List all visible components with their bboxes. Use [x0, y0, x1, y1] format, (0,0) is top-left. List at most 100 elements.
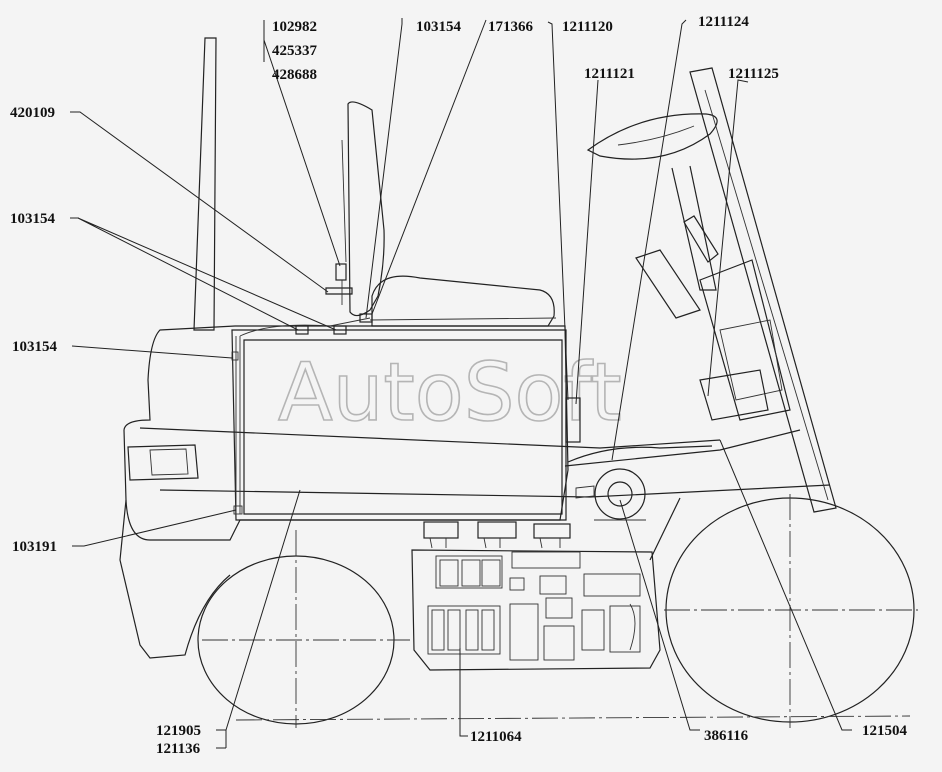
dash-panel	[699, 259, 791, 421]
seat-rail	[341, 139, 347, 263]
label-1211121: 1211121	[584, 66, 635, 82]
small-component-3	[545, 597, 573, 619]
leader-103154-mid	[71, 345, 233, 359]
part-labels: 102982 425337 428688 103154 171366 12111…	[10, 14, 908, 757]
clip-2	[333, 325, 347, 335]
label-121136: 121136	[156, 741, 201, 757]
display-module	[583, 573, 641, 597]
sensor-1211121	[565, 397, 581, 443]
label-103154-left: 103154	[10, 211, 56, 227]
leader-103154-top	[365, 18, 403, 319]
front-mast	[689, 67, 837, 513]
seat-cushion	[371, 275, 555, 327]
motor-housing	[594, 468, 646, 520]
fuse-2	[447, 609, 461, 651]
dash-panel-inner	[719, 319, 783, 401]
leader-386116	[619, 499, 700, 731]
counterweight-lower	[119, 499, 231, 659]
module-a	[581, 609, 605, 651]
leader-1211121	[575, 79, 599, 405]
watermark: AutoSoft	[278, 346, 622, 439]
leader-1211124	[611, 19, 687, 461]
fuse-block	[427, 605, 501, 655]
label-1211064: 1211064	[470, 729, 522, 745]
harness-top	[239, 317, 371, 337]
clip-103154-left	[231, 351, 239, 361]
fuse-4	[481, 609, 495, 651]
relay-3	[481, 559, 501, 587]
relay-2	[461, 559, 481, 587]
front-mast-inner	[704, 89, 829, 501]
leader-1211064	[459, 648, 468, 737]
label-1211124: 1211124	[698, 14, 749, 30]
label-121905: 121905	[156, 723, 201, 739]
body-line-upper	[139, 427, 721, 449]
rear-post	[193, 37, 217, 331]
label-420109: 420109	[10, 105, 55, 121]
label-1211125: 1211125	[728, 66, 779, 82]
leader-420109	[70, 111, 329, 293]
steering-wheel	[586, 113, 718, 160]
leader-103191	[72, 509, 237, 547]
leader-121504	[719, 439, 852, 731]
wheels	[197, 494, 918, 728]
capacitor	[543, 625, 575, 661]
floor-plate	[699, 369, 769, 421]
forklift-outline	[119, 37, 837, 659]
motor-connector	[575, 485, 595, 499]
label-425337: 425337	[272, 43, 318, 59]
connector-pins	[429, 537, 561, 549]
seat-base	[369, 317, 557, 321]
module-b	[609, 605, 641, 653]
bracket-420109	[325, 287, 353, 295]
fuse-1	[431, 609, 445, 651]
small-parts	[231, 263, 581, 515]
label-103154-mid: 103154	[12, 339, 58, 355]
clip-1	[295, 325, 309, 335]
label-1211120: 1211120	[562, 19, 613, 35]
controller-outline	[411, 549, 661, 671]
label-103154-top: 103154	[416, 19, 462, 35]
label-386116: 386116	[704, 728, 749, 744]
fuse-3	[465, 609, 479, 651]
rear-body	[123, 325, 569, 541]
leader-121905	[216, 489, 301, 748]
body-line-lower	[159, 484, 831, 498]
leader-1211125	[707, 79, 749, 397]
wire-loop	[629, 603, 636, 651]
small-component-1	[509, 577, 525, 591]
motor-shaft	[607, 481, 633, 507]
battery-box-outer	[231, 329, 567, 521]
label-103191: 103191	[12, 539, 57, 555]
lever	[683, 215, 719, 263]
switch-102982	[335, 263, 347, 281]
leader-1211120	[547, 21, 569, 401]
frame-strut	[649, 497, 681, 561]
leader-103154-left	[70, 217, 337, 331]
battery-box-inner	[243, 339, 563, 515]
leader-lines	[70, 18, 852, 749]
steering-column	[671, 165, 717, 291]
controller-panel	[411, 549, 661, 671]
tail-light	[127, 444, 199, 481]
tail-light-inner	[149, 448, 189, 476]
pedal-left	[635, 249, 701, 319]
ground-line	[235, 715, 911, 721]
terminal-strip	[511, 551, 581, 569]
steering-wheel-spoke	[617, 125, 695, 146]
label-171366: 171366	[488, 19, 534, 35]
connector-2	[477, 521, 517, 539]
label-428688: 428688	[272, 67, 317, 83]
seat-back	[347, 101, 385, 317]
leader-171366	[371, 19, 487, 315]
contactor	[509, 603, 539, 661]
frame-front	[564, 429, 801, 467]
drive-cable	[567, 445, 713, 463]
small-component-2	[539, 575, 567, 595]
relay-1	[439, 559, 459, 587]
label-121504: 121504	[862, 723, 908, 739]
connector-3	[533, 523, 571, 539]
cable-left	[235, 336, 241, 514]
